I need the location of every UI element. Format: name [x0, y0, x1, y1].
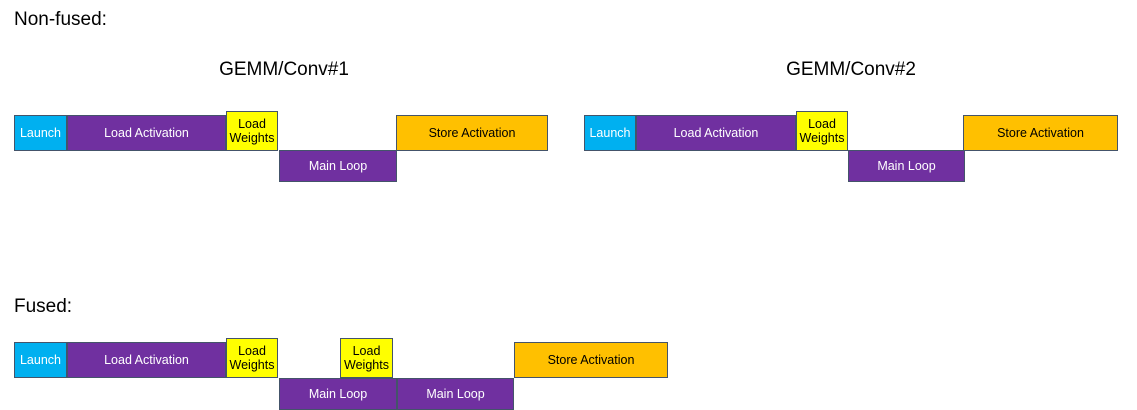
timeline-bar-load-weights: Load Weights	[226, 338, 278, 378]
timeline-bar-label: Load Weights	[229, 117, 275, 145]
timeline-bar-label: Load Activation	[673, 126, 759, 140]
timeline-bar-label: Store Activation	[547, 353, 635, 367]
timeline-bar-label: Main Loop	[308, 387, 368, 401]
timeline-bar-main-loop: Main Loop	[397, 378, 514, 410]
timeline-bar-label: Main Loop	[426, 387, 485, 401]
timeline-bar-label: Launch	[589, 126, 631, 140]
timeline-bar-label: Main Loop	[308, 159, 368, 173]
timeline-bar-load-activation: Load Activation	[67, 115, 226, 151]
timeline-bar-load-activation: Load Activation	[67, 342, 226, 378]
timeline-bar-main-loop: Main Loop	[279, 150, 397, 182]
section-label-non-fused: Non-fused:	[14, 9, 107, 30]
timeline-bar-label: Load Weights	[799, 117, 845, 145]
timeline-bar-load-weights: Load Weights	[226, 111, 278, 151]
timeline-bar-load-weights: Load Weights	[796, 111, 848, 151]
timeline-bar-store-activation: Store Activation	[963, 115, 1118, 151]
timeline-bar-label: Load Activation	[104, 353, 189, 367]
timeline-bar-launch: Launch	[14, 115, 67, 151]
group-title-gemm-conv-1: GEMM/Conv#1	[219, 59, 349, 80]
timeline-bar-store-activation: Store Activation	[514, 342, 668, 378]
timeline-bar-main-loop: Main Loop	[848, 150, 965, 182]
timeline-bar-label: Store Activation	[428, 126, 516, 140]
timeline-bar-launch: Launch	[584, 115, 636, 151]
timeline-bar-label: Main Loop	[877, 159, 936, 173]
timeline-bar-label: Load Weights	[344, 344, 389, 372]
timeline-bar-store-activation: Store Activation	[396, 115, 548, 151]
timeline-bar-main-loop: Main Loop	[279, 378, 397, 410]
timeline-bar-load-weights: Load Weights	[340, 338, 393, 378]
group-title-gemm-conv-2: GEMM/Conv#2	[786, 59, 916, 80]
timeline-bar-label: Load Weights	[229, 344, 275, 372]
timeline-bar-launch: Launch	[14, 342, 67, 378]
section-label-fused: Fused:	[14, 296, 73, 317]
timeline-bar-label: Load Activation	[104, 126, 189, 140]
timeline-bar-label: Store Activation	[997, 126, 1084, 140]
timeline-bar-label: Launch	[19, 353, 61, 367]
timeline-bar-load-activation: Load Activation	[636, 115, 796, 151]
timeline-bar-label: Launch	[19, 126, 61, 140]
